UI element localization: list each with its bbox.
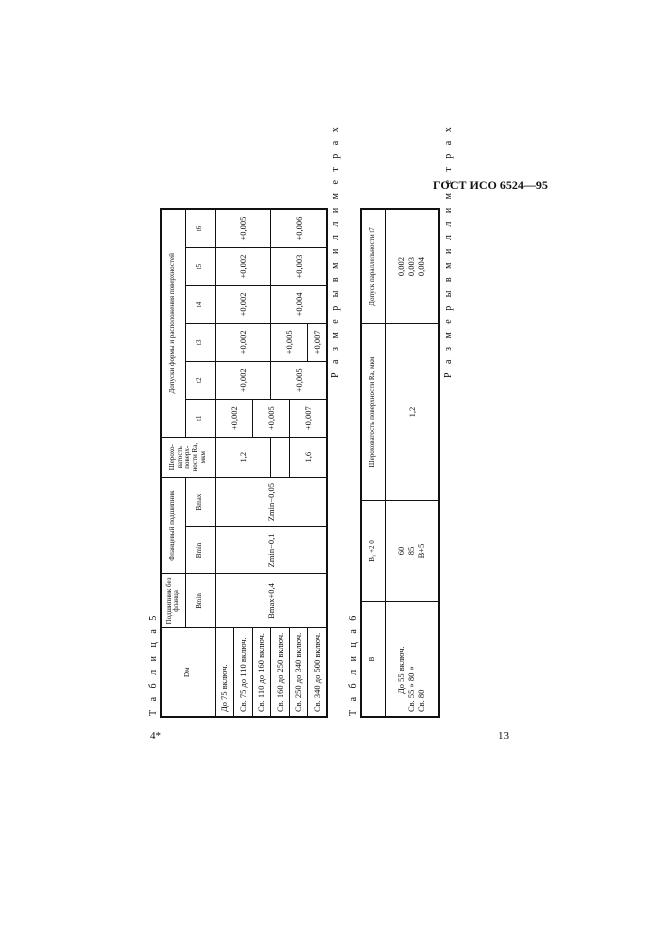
t5-head-noflange: Подшипник без фланца xyxy=(161,573,185,628)
t5-t4-a: +0,002 xyxy=(215,285,271,324)
t6-b1-values: 60 85 B+5 xyxy=(385,500,439,602)
t5-t1-b: +0,005 xyxy=(252,399,290,438)
t5-ra-1: 1,2 xyxy=(215,437,271,478)
t5-head-bmin-fl: Bmin xyxy=(185,526,215,574)
table6: B B₁ +2 0 Шероховатость поверхности Ra, … xyxy=(360,208,440,718)
t5-row-d: До 75 включ. xyxy=(215,627,234,717)
t5-ra-empty xyxy=(270,437,290,478)
table5-block: Т а б л и ц а 5 Р а з м е р ы в м и л л … xyxy=(148,124,348,718)
t5-t2-b: +0,005 xyxy=(270,361,327,400)
t5-head-flanged: Фланцевый подшипник xyxy=(161,477,185,574)
table6-units: Р а з м е р ы в м и л л и м е т р а х xyxy=(443,124,454,378)
t5-t6-b: +0,006 xyxy=(270,209,327,248)
t5-head-t3: t3 xyxy=(185,323,215,362)
t5-t3-c: +0,007 xyxy=(307,323,327,362)
t5-head-roughness: Шерохо-ватость поверх-ности Ra, мкм xyxy=(161,437,215,478)
t5-t1-c: +0,007 xyxy=(289,399,327,438)
t5-b-fl-max: Zmin−0,05 xyxy=(215,477,327,527)
t5-row-d: Св. 250 до 340 включ. xyxy=(289,627,308,717)
t5-t3-a: +0,002 xyxy=(215,323,271,362)
t5-head-bmax: Bmax xyxy=(185,477,215,527)
t5-b-plain: Bmax+0,4 xyxy=(215,573,327,628)
signature-mark: 4* xyxy=(150,730,161,742)
t5-head-t1: t1 xyxy=(185,399,215,438)
t5-head-t6: t6 xyxy=(185,209,215,248)
t5-t2-a: +0,002 xyxy=(215,361,271,400)
table6-caption: Т а б л и ц а 6 xyxy=(348,612,359,716)
t5-t5-b: +0,003 xyxy=(270,247,327,286)
t6-b-values: До 55 включ. Св. 55 » 80 » Св. 80 xyxy=(385,601,439,717)
t5-head-t2: t2 xyxy=(185,361,215,400)
t5-t3-b: +0,005 xyxy=(270,323,308,362)
table5-units: Р а з м е р ы в м и л л и м е т р а х xyxy=(330,124,341,378)
t5-t5-a: +0,002 xyxy=(215,247,271,286)
table6-block: Т а б л и ц а 6 Р а з м е р ы в м и л л … xyxy=(348,124,463,718)
t5-row-d: Св. 75 до 110 включ. xyxy=(233,627,253,717)
t5-head-tolerances: Допуски формы и расположения поверхносте… xyxy=(161,209,185,438)
t5-head-t5: t5 xyxy=(185,247,215,286)
t5-t1-a: +0,002 xyxy=(215,399,253,438)
t5-row-d: Св. 340 до 500 включ. xyxy=(307,627,327,717)
document-header: ГОСТ ИСО 6524—95 xyxy=(433,178,548,192)
t6-b1-value: B+5 xyxy=(415,543,426,559)
t6-ra-value: 1,2 xyxy=(385,323,439,501)
table5: Dм Подшипник без фланца Фланцевый подшип… xyxy=(160,208,328,718)
t5-head-d: Dм xyxy=(161,627,215,717)
t5-row-d: Св. 160 до 250 включ. xyxy=(270,627,290,717)
page-number: 13 xyxy=(498,730,509,742)
t6-head-b: B xyxy=(361,601,385,717)
t5-row-d: Св. 110 до 160 включ. xyxy=(252,627,271,717)
t5-t6-a: +0,005 xyxy=(215,209,271,248)
t6-b-value: Св. 80 xyxy=(415,689,426,712)
t6-t7-value: 0,004 xyxy=(415,256,426,277)
t5-b-fl-min: Zmin−0,1 xyxy=(215,526,327,574)
t6-head-t7: Допуск параллельности t7 xyxy=(361,209,385,324)
t6-head-b1: B₁ +2 0 xyxy=(361,500,385,602)
t5-ra-2: 1,6 xyxy=(289,437,327,478)
t5-head-t4: t4 xyxy=(185,285,215,324)
t6-t7-values: 0,002 0,003 0,004 xyxy=(385,209,439,324)
t6-head-ra: Шероховатость поверхности Ra, мкм xyxy=(361,323,385,501)
table5-caption: Т а б л и ц а 5 xyxy=(148,612,159,716)
t5-head-bmin-plain: Bmin xyxy=(185,573,215,628)
t5-t4-b: +0,004 xyxy=(270,285,327,324)
